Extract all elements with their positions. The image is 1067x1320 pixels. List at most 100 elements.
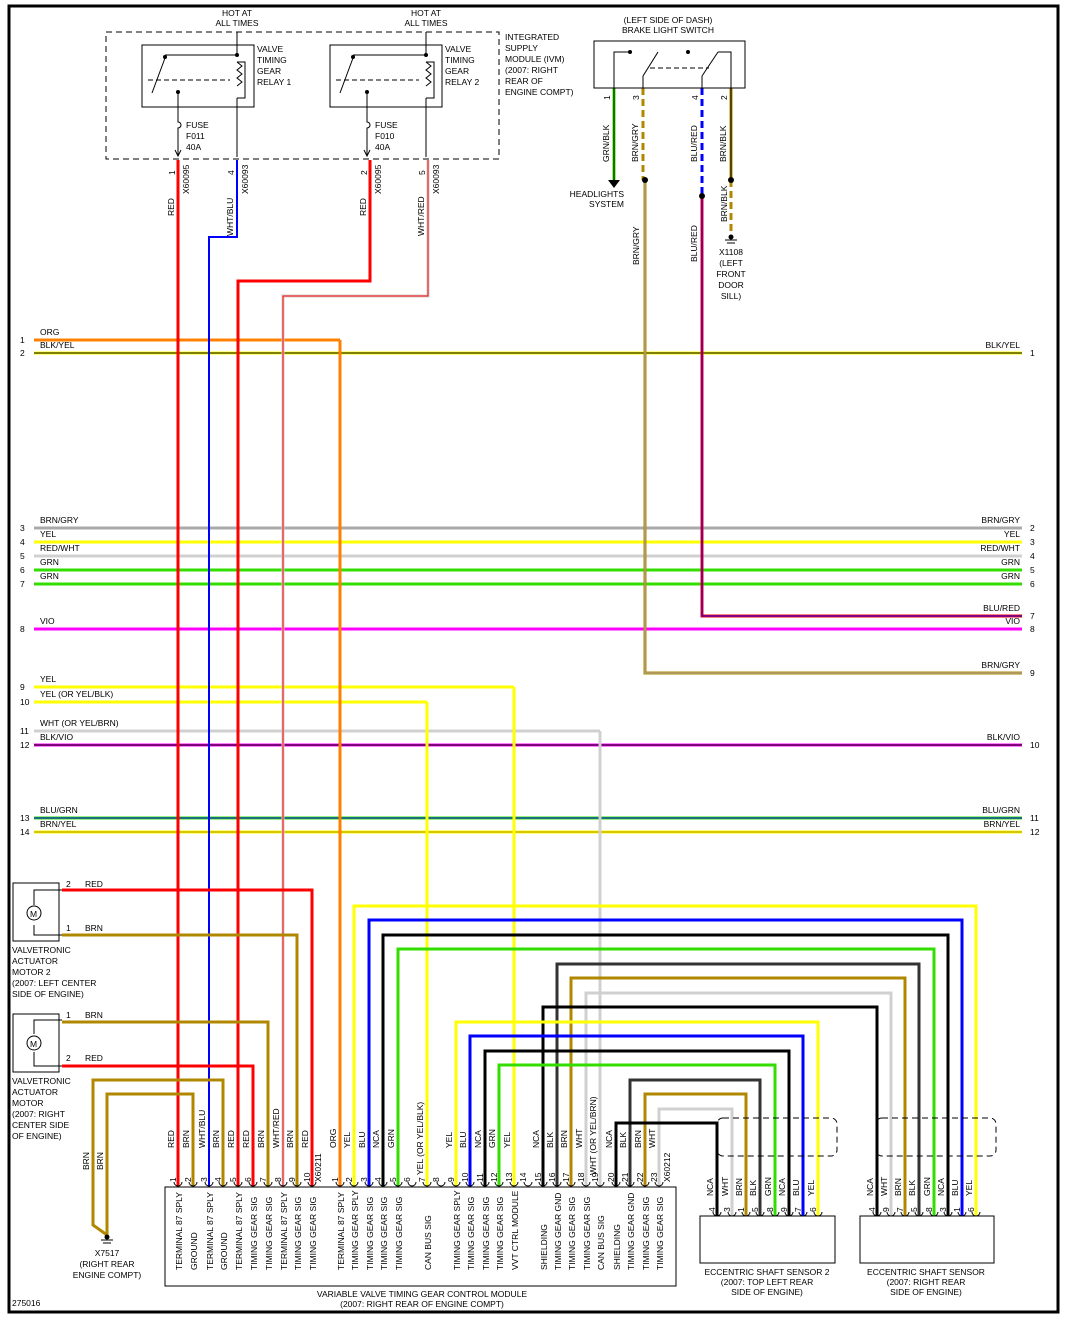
module-b-pin-13: 13: [504, 1172, 514, 1182]
module-b-pin-9: 9: [446, 1177, 456, 1182]
module-b-pin-19: 19: [590, 1172, 600, 1182]
sensor-1-shield: [875, 1117, 997, 1157]
module-a-pin-5: 5: [228, 1177, 238, 1182]
motor-2-wire-brn-label: BRN: [85, 923, 103, 933]
connector-pin: [292, 1181, 302, 1187]
module-a-pin-6: 6: [243, 1177, 253, 1182]
bus-right-label-11: BLU/GRN: [982, 805, 1020, 815]
connector-pin: [611, 1181, 621, 1187]
sensor1-wire-9: WHT: [879, 1177, 889, 1196]
sensor2-pin-1: 1: [736, 1207, 746, 1212]
connector-pin: [727, 1211, 737, 1217]
brake-wire-1: GRN/BLK: [601, 124, 611, 162]
motor-icon: M: [30, 909, 37, 919]
connector-pin: [813, 1211, 823, 1217]
bus-left-label-7: GRN: [40, 571, 59, 581]
module-a-wire-5: RED: [226, 1130, 236, 1148]
module-b-wire-23: WHT: [647, 1129, 657, 1148]
relay-pin-1: 1: [167, 170, 177, 175]
bus-left-label-12: BLK/VIO: [40, 732, 73, 742]
x60093-4-wht-blu: [208, 160, 238, 1187]
module-a-func-9: TIMING GEAR SIG: [293, 1197, 303, 1270]
sensor2-pin-5: 5: [750, 1207, 760, 1212]
bus-right-label-6: GRN: [1001, 571, 1020, 581]
module-b-func-13: VVT CTRL MODULE: [510, 1190, 520, 1270]
connector-pin: [393, 1181, 403, 1187]
bus-left-num-4: 4: [20, 537, 25, 547]
bus-left-label-8: VIO: [40, 616, 55, 626]
connector-pin: [509, 1181, 519, 1187]
module-a-func-7: TIMING GEAR SIG: [264, 1197, 274, 1270]
module-b-func-21: TIMING GEAR GND: [626, 1193, 636, 1270]
connector-pin: [625, 1181, 635, 1187]
bus-left-label-11: WHT (OR YEL/BRN): [40, 718, 119, 728]
sensor2-harness-7: [614, 1121, 719, 1216]
brake-wire-2: BRN/BLK: [718, 125, 728, 162]
module-b-wire-3: BLU: [357, 1131, 367, 1148]
module-b-pin-15: 15: [533, 1172, 543, 1182]
bus-left-num-8: 8: [20, 624, 25, 634]
bus-left-num-9: 9: [20, 682, 25, 692]
brake-pin4-blu-red-stripe: [701, 196, 1022, 617]
module-b-func-18: TIMING GEAR SIG: [582, 1197, 592, 1270]
connector-pin: [173, 1181, 183, 1187]
module-conn-b: X60212: [662, 1152, 672, 1182]
sensor2-wire-6: YEL: [806, 1180, 816, 1196]
module-b-func-11: TIMING GEAR SIG: [481, 1197, 491, 1270]
bus-right-label-7: BLU/RED: [983, 603, 1020, 613]
module-b-pin-10: 10: [460, 1172, 470, 1182]
module-a-func-8: TERMINAL 87 SPLY: [279, 1192, 289, 1270]
sensor-2-shield: [716, 1117, 838, 1157]
connector-pin: [407, 1181, 417, 1187]
module-a-pin-4: 4: [213, 1177, 223, 1182]
sensor1-wire-3: NCA: [936, 1178, 946, 1196]
sensor1-pin-6: 6: [966, 1207, 976, 1212]
connector-pin: [971, 1211, 981, 1217]
module-b-pin-7: 7: [417, 1177, 427, 1182]
motor2-brn: [62, 933, 299, 1187]
module-b-pin-12: 12: [489, 1172, 499, 1182]
connector-pin: [712, 1211, 722, 1217]
eccentric-shaft-sensor-2-box: [699, 1215, 836, 1264]
module-b-wire-1: ORG: [328, 1129, 338, 1148]
bus-right-num-6: 6: [1030, 579, 1035, 589]
sensor2-wire-5: BLK: [748, 1180, 758, 1196]
connector-pin: [307, 1181, 317, 1187]
relay-wire-5: WHT/RED: [416, 196, 426, 236]
brake-wire-3: BRN/GRY: [630, 123, 640, 162]
valve-timing-gear-relay-2: [329, 32, 443, 158]
connector-pin: [480, 1181, 490, 1187]
motor-1-wire-brn-label: BRN: [85, 1010, 103, 1020]
module-b-func-15: SHIELDING: [539, 1224, 549, 1270]
brake-lower-wire-blu-red: BLU/RED: [689, 225, 699, 262]
sensor2-harness-4: [628, 1078, 762, 1216]
module-b-func-20: SHIELDING: [612, 1224, 622, 1270]
motor2-red: [62, 888, 314, 1187]
bus-right-num-9: 9: [1030, 668, 1035, 678]
module-a-pin-3: 3: [199, 1177, 209, 1182]
module-b-wire-12: GRN: [487, 1129, 497, 1148]
module-b-wire-9: YEL: [444, 1132, 454, 1148]
connector-pin: [422, 1181, 432, 1187]
bus-right-label-2: BRN/GRY: [981, 515, 1020, 525]
module-a-func-4: GROUND: [219, 1232, 229, 1270]
module-a-wire-4: BRN: [211, 1130, 221, 1148]
connector-pin: [538, 1181, 548, 1187]
valvetronic-actuator-motor-2: M: [12, 882, 62, 942]
relay-connector-2: X60095: [373, 164, 383, 194]
sensor2-pin-9: 9: [779, 1207, 789, 1212]
bus-right-label-12: BRN/YEL: [984, 819, 1021, 829]
module-b-func-19: CAN BUS SIG: [596, 1215, 606, 1270]
module-b-wire-13: YEL: [502, 1132, 512, 1148]
bus-left-label-6: GRN: [40, 557, 59, 567]
bus-left-num-5: 5: [20, 551, 25, 561]
sensor2-harness-6: [657, 1107, 734, 1216]
module-b-pin-6: 6: [402, 1177, 412, 1182]
connector-pin: [581, 1181, 591, 1187]
motor-2-pin-2-label: 2: [66, 879, 71, 889]
